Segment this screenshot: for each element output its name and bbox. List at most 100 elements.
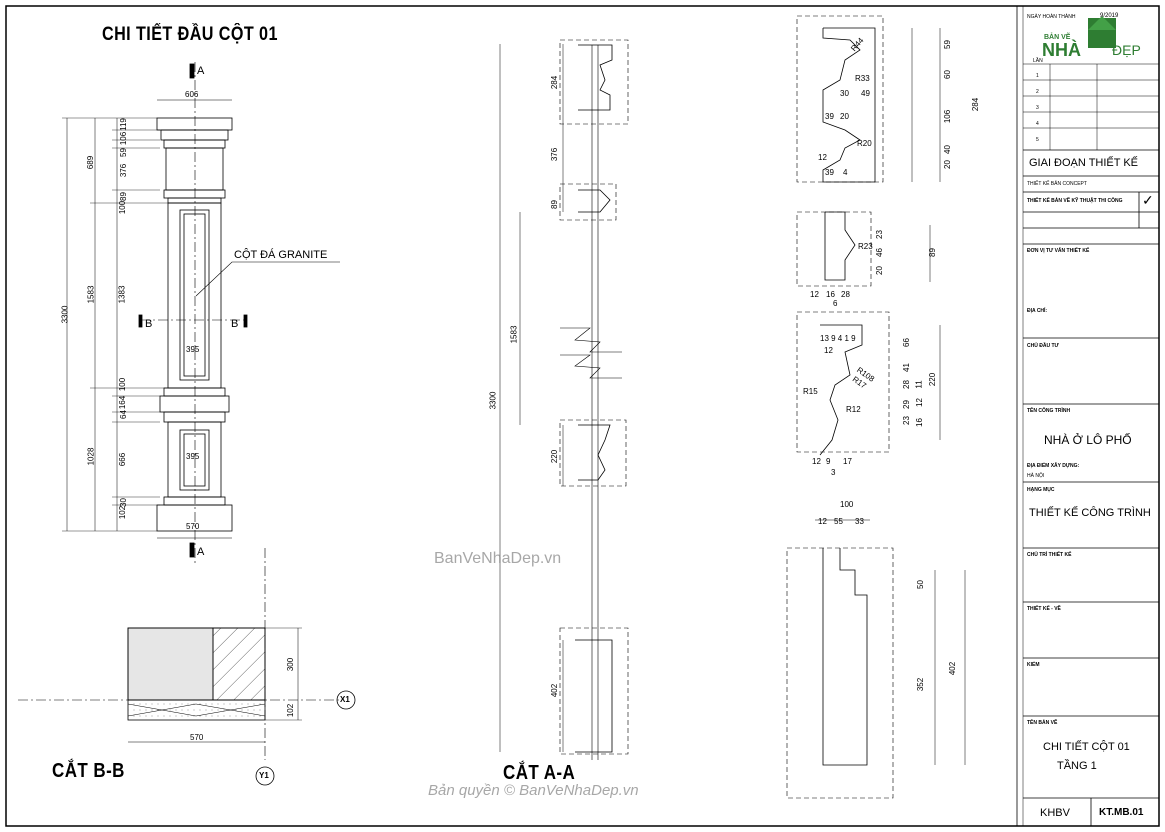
d4-v352: 352 — [916, 677, 926, 692]
tb-project: NHÀ Ở LÔ PHỐ — [1044, 433, 1132, 447]
d1-49: 49 — [861, 89, 870, 98]
d2-v46: 46 — [874, 248, 884, 257]
d2-v23: 23 — [874, 230, 884, 239]
tb-rev-1: 1 — [1036, 73, 1039, 79]
d1-39: 39 — [825, 112, 834, 121]
dim-119: 119 — [118, 118, 128, 131]
d2-r23: R23 — [858, 242, 873, 251]
tb-phase-2: THIẾT KẾ BẢN VẼ KỸ THUẬT THI CÔNG — [1027, 198, 1123, 204]
tb-rev-5: 5 — [1036, 137, 1039, 143]
d3-3: 3 — [831, 468, 836, 477]
dim-164: 164 — [118, 395, 128, 410]
d4-w100: 100 — [840, 500, 854, 509]
d4-33: 33 — [855, 517, 864, 526]
tb-check-mark: ✓ — [1142, 192, 1154, 208]
d4-55: 55 — [834, 517, 843, 526]
dim-bottom-width: 570 — [186, 522, 200, 531]
d2-28: 28 — [841, 290, 850, 299]
titleblock-frame — [1016, 6, 1159, 826]
dim-panel-width: 395 — [186, 345, 200, 354]
aa-284: 284 — [550, 75, 560, 90]
tb-item: THIẾT KẾ CÔNG TRÌNH — [1029, 507, 1151, 519]
tb-designer-label: THIẾT KẾ - VẼ — [1027, 606, 1061, 612]
d3-v23: 23 — [901, 416, 911, 425]
aa-220: 220 — [550, 449, 560, 464]
dim-100-a: 100 — [118, 200, 128, 215]
d1-20: 20 — [840, 112, 849, 121]
d3-v11: 11 — [914, 380, 924, 389]
tb-sheet-title-2: TẦNG 1 — [1057, 760, 1097, 772]
d1-r33: R33 — [855, 74, 870, 83]
tb-rev-4: 4 — [1036, 121, 1039, 127]
dim-59: 59 — [118, 148, 128, 157]
dim-666: 666 — [118, 452, 128, 467]
d2-12: 12 — [810, 290, 819, 299]
dim-total: 3300 — [60, 305, 70, 324]
title-section-bb: CẮT B-B — [52, 760, 125, 782]
axis-x1: X1 — [340, 695, 350, 704]
section-mark-a-top: A — [197, 65, 205, 77]
d1-v106: 106 — [943, 109, 953, 124]
d1-v284: 284 — [971, 97, 981, 112]
d3-12: 12 — [812, 457, 821, 466]
dim-shaft: 1583 — [86, 285, 96, 304]
d1-v20: 20 — [942, 160, 952, 169]
bb-width: 570 — [190, 733, 204, 742]
d3-v28: 28 — [901, 380, 911, 389]
tb-address-label: ĐỊA CHỈ: — [1027, 308, 1048, 314]
tb-project-label: TÊN CÔNG TRÌNH — [1027, 408, 1071, 414]
title-section-aa: CẮT A-A — [503, 762, 576, 784]
section-mark-b-right: B — [231, 318, 239, 330]
tb-date-label: NGÀY HOÀN THÀNH — [1027, 14, 1076, 20]
tb-rev-label: LẦN — [1033, 58, 1043, 64]
d3-r12: R12 — [846, 405, 861, 414]
section-aa — [499, 39, 629, 760]
tb-phase-title: GIAI ĐOẠN THIẾT KẾ — [1029, 157, 1139, 169]
column-elevation — [62, 62, 340, 565]
dim-1383: 1383 — [117, 285, 127, 304]
d2-16: 16 — [826, 290, 835, 299]
d2-v89: 89 — [927, 248, 937, 257]
dim-64: 64 — [118, 410, 128, 419]
d4-v402: 402 — [948, 661, 958, 676]
tb-logo-main: NHÀ — [1042, 40, 1081, 60]
d3-top: 13 9 4 1 9 — [820, 334, 856, 343]
d1-12: 12 — [818, 153, 827, 162]
d3-v220: 220 — [928, 372, 938, 387]
section-bb — [18, 548, 356, 786]
detail-2 — [796, 211, 931, 287]
d3-v12: 12 — [914, 398, 924, 407]
tb-location-label: ĐỊA ĐIỂM XÂY DỰNG: — [1027, 463, 1080, 469]
aa-402: 402 — [550, 683, 560, 698]
watermark-bottom: Bản quyền © BanVeNhaDep.vn — [428, 782, 639, 799]
tb-owner-label: CHỦ ĐẦU TƯ — [1027, 343, 1059, 349]
tb-logo-top: BẢN VẼ — [1044, 34, 1071, 41]
d1-r20: R20 — [857, 139, 872, 148]
axis-y1: Y1 — [259, 771, 269, 780]
d3-v16: 16 — [914, 418, 924, 427]
tb-sheet-title-1: CHI TIẾT CỘT 01 — [1043, 741, 1130, 753]
detail-4 — [786, 519, 966, 799]
d2-6: 6 — [833, 299, 838, 308]
dim-top-width: 606 — [185, 90, 199, 99]
bb-h1: 300 — [286, 657, 296, 672]
detail-1 — [796, 15, 941, 183]
d3-17: 17 — [843, 457, 852, 466]
dim-89: 89 — [118, 192, 128, 201]
tb-date-value: 9/2019 — [1100, 13, 1119, 19]
tb-check-label: KIỂM — [1027, 662, 1040, 668]
d1-30: 30 — [840, 89, 849, 98]
d2-v20: 20 — [874, 266, 884, 275]
detail-3 — [796, 311, 941, 456]
dim-lower: 1028 — [86, 447, 96, 466]
dim-panel-width-2: 395 — [186, 452, 200, 461]
tb-logo-side: ĐẸP — [1112, 42, 1141, 58]
watermark-top: BanVeNhaDep.vn — [434, 550, 562, 567]
tb-sheet-label: TÊN BẢN VẼ — [1027, 720, 1058, 726]
tb-consult-label: ĐƠN VỊ TƯ VẤN THIẾT KẾ — [1027, 248, 1090, 254]
d4-v50: 50 — [915, 580, 925, 589]
sheet-border — [5, 5, 1160, 827]
d1-v59: 59 — [942, 40, 952, 49]
d1-4: 4 — [843, 168, 848, 177]
